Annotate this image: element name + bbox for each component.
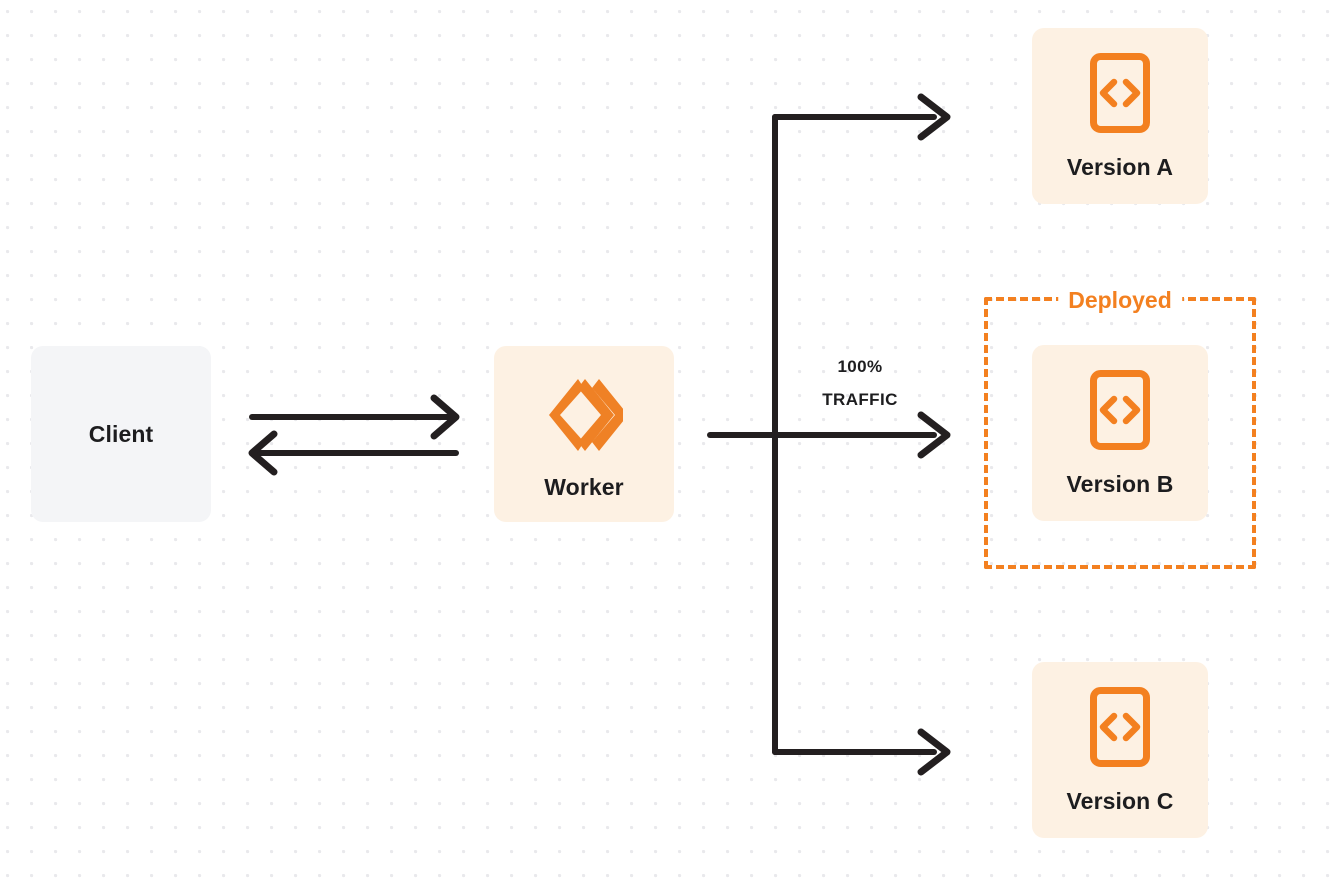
cloudflare-workers-logo-icon: [545, 374, 623, 456]
traffic-annotation: 100% TRAFFIC: [795, 350, 925, 416]
deployed-group-label: Deployed: [1058, 289, 1182, 313]
code-file-icon: [1089, 52, 1151, 134]
edge-client-to-worker: [249, 394, 460, 440]
edge-worker-to-version-b: [707, 411, 951, 459]
version-b-node[interactable]: Version B: [1032, 345, 1208, 521]
traffic-percent: 100%: [837, 357, 883, 376]
version-a-node[interactable]: Version A: [1032, 28, 1208, 204]
version-c-node[interactable]: Version C: [1032, 662, 1208, 838]
worker-node[interactable]: Worker: [494, 346, 674, 522]
deployed-group: Deployed: [984, 289, 1256, 569]
client-node[interactable]: Client: [31, 346, 211, 522]
version-b-label: Version B: [1066, 471, 1174, 497]
code-file-icon: [1089, 369, 1151, 451]
traffic-caption: TRAFFIC: [822, 390, 898, 410]
code-file-icon: [1089, 686, 1151, 768]
version-c-label: Version C: [1066, 788, 1174, 814]
edge-worker-to-client: [248, 430, 459, 476]
edge-worker-to-version-c: [772, 728, 951, 776]
version-a-label: Version A: [1066, 154, 1174, 180]
worker-label: Worker: [544, 474, 624, 500]
edge-worker-to-version-a: [772, 93, 951, 141]
client-label: Client: [88, 420, 154, 447]
